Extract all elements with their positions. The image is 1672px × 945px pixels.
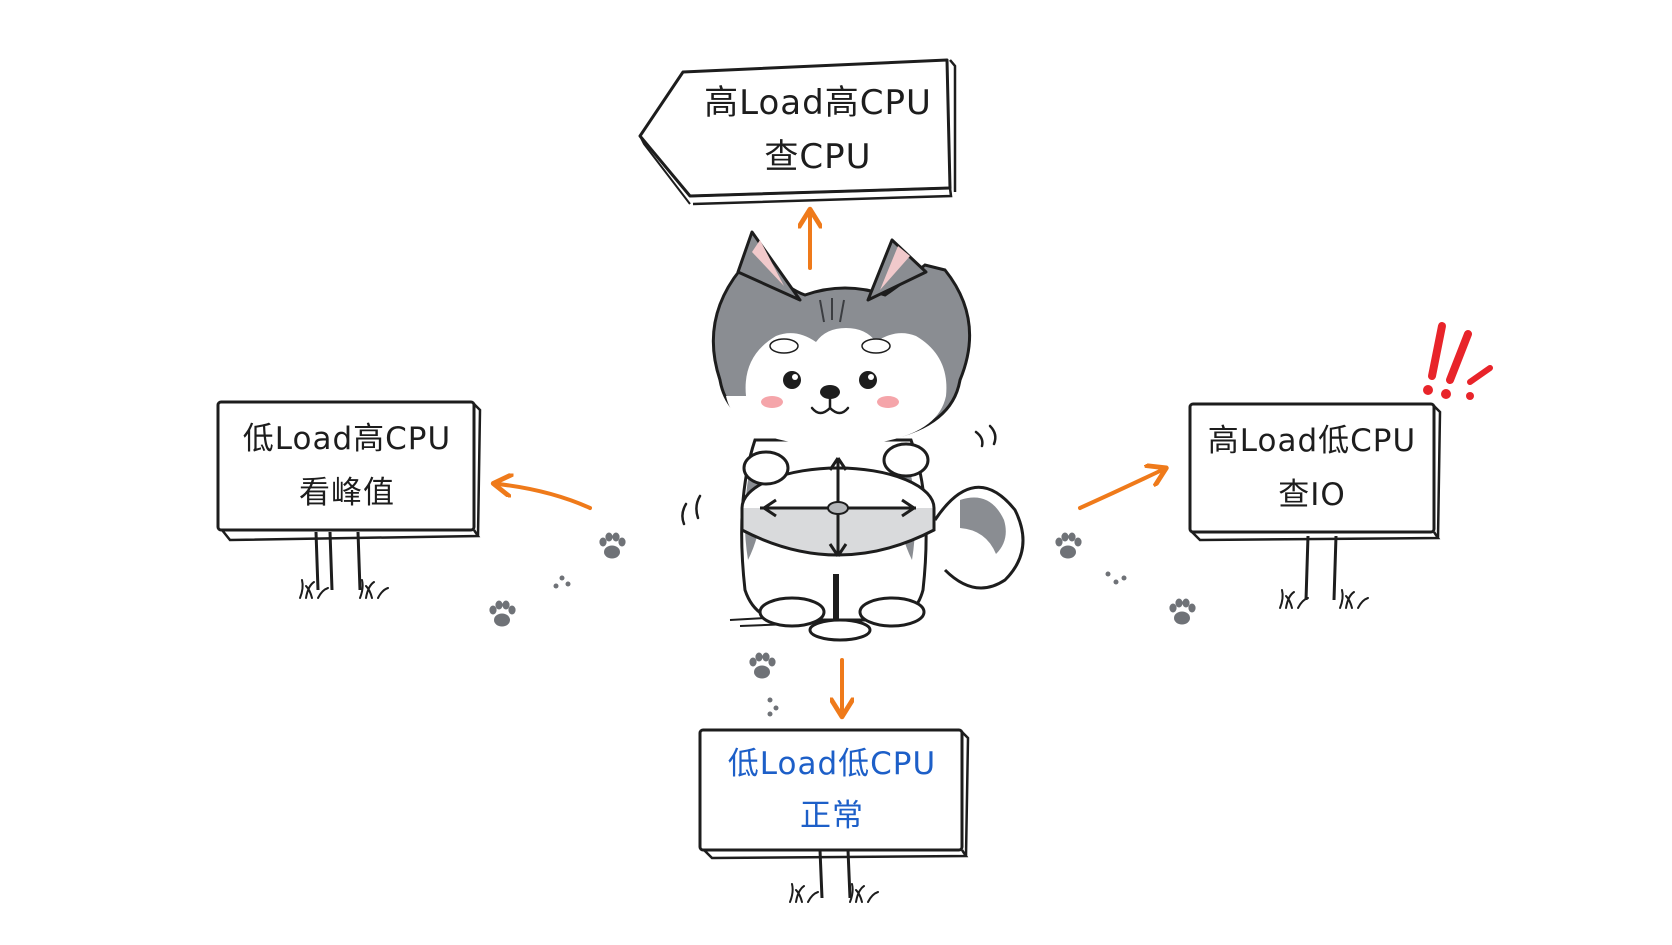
bottom-sign [698, 728, 970, 903]
direction-arrows [498, 214, 1162, 712]
right-sign-line2: 查IO [1278, 477, 1346, 513]
left-sign-text: 低Load高CPU 看峰值 [222, 412, 472, 520]
paw-print-icon [599, 532, 626, 559]
bottom-sign-line2: 正常 [800, 798, 864, 834]
husky-dog-icon [711, 230, 1025, 628]
paw-print-icon [1055, 532, 1082, 559]
left-sign-line1: 低Load高CPU [242, 421, 452, 457]
bottom-sign-text: 低Load低CPU 正常 [704, 738, 960, 842]
alert-exclamation-icon [1423, 322, 1493, 400]
left-sign [216, 400, 482, 599]
top-sign-line2: 查CPU [764, 137, 872, 177]
paw-print-icon [489, 600, 516, 627]
top-sign-text: 高Load高CPU 查CPU [690, 76, 946, 184]
top-sign-line1: 高Load高CPU [704, 83, 932, 123]
right-sign-text: 高Load低CPU 查IO [1192, 414, 1432, 522]
top-sign [638, 58, 957, 206]
paw-prints [489, 532, 1196, 717]
right-sign [1188, 402, 1442, 609]
arrow-left [498, 484, 592, 510]
motion-lines [681, 424, 997, 526]
right-sign-line1: 高Load低CPU [1207, 423, 1417, 459]
paw-print-icon [749, 652, 776, 679]
arrow-right [1078, 470, 1162, 510]
bottom-sign-line1: 低Load低CPU [727, 746, 937, 782]
compass-dial-icon [740, 442, 936, 642]
left-sign-line2: 看峰值 [299, 475, 395, 511]
paw-print-icon [1169, 598, 1196, 625]
